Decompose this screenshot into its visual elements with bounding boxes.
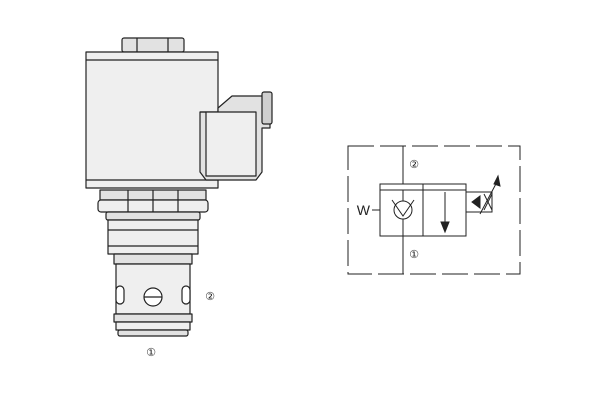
symbol-enclosure: [347, 145, 521, 275]
hex-nut: [97, 189, 209, 221]
flow-arrow-symbol: [440, 192, 450, 234]
threaded-section: [107, 219, 199, 255]
cartridge-valve-drawing: ② ①: [85, 37, 273, 359]
top-nut: [121, 37, 185, 53]
hydraulic-symbol: W ② ①: [347, 145, 521, 275]
cartridge-body: [113, 253, 193, 337]
valve-envelope: [379, 183, 467, 237]
electrical-connector: [199, 91, 273, 181]
spring-label: W: [357, 202, 371, 218]
solenoid-coil: [85, 51, 219, 189]
solenoid-actuator-symbol: [465, 174, 501, 215]
check-valve-symbol: [391, 190, 415, 236]
symbol-port-1-label: ①: [409, 248, 419, 261]
valve-port-2-label: ②: [205, 290, 215, 303]
valve-port-1-label: ①: [146, 346, 156, 359]
symbol-port-2-label: ②: [409, 158, 419, 171]
